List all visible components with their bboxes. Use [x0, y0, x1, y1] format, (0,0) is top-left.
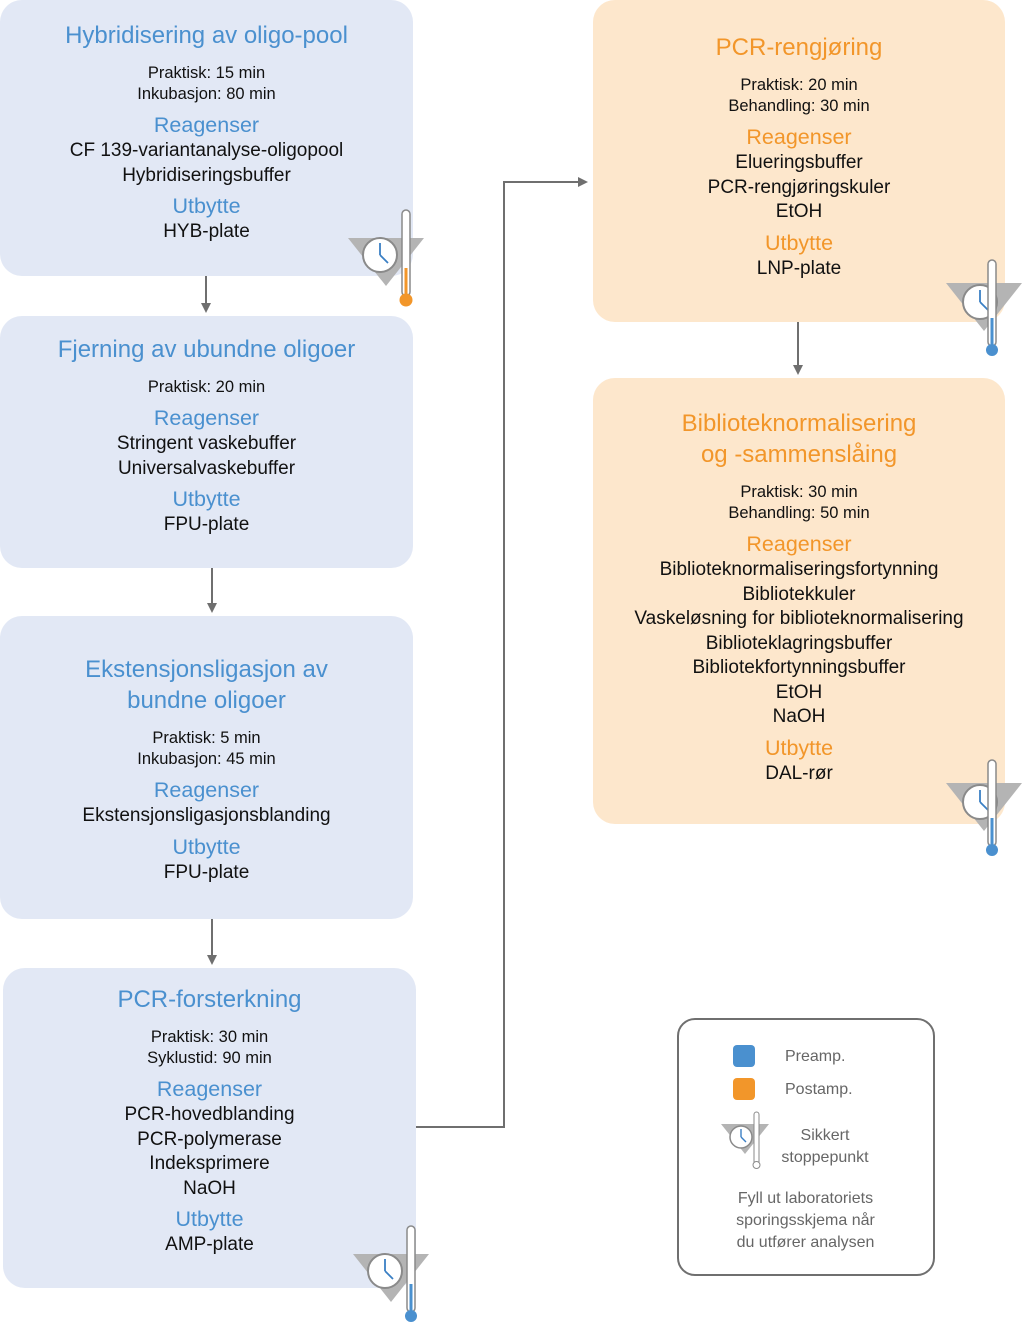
output-heading: Utbytte	[175, 1207, 244, 1231]
time-hands-on: Praktisk: 15 min	[147, 64, 266, 82]
step-remove-unbound-oligos: Fjerning av ubundne oligoer Praktisk: 20…	[0, 316, 413, 568]
step-pcr-cleanup: PCR-rengjøring Praktisk: 20 min Behandli…	[593, 0, 1005, 322]
step-title: Fjerning av ubundne oligoer	[57, 336, 356, 363]
safe-stop-icon	[348, 209, 424, 307]
reagent-item: Biblioteknormaliseringsfortynning	[659, 559, 939, 580]
step-title-line-1: Ekstensjonsligasjon av	[85, 656, 328, 683]
step-title-line-2: og -sammenslåing	[700, 441, 898, 468]
time-hands-on: Praktisk: 20 min	[147, 378, 266, 396]
time-hands-on: Praktisk: 30 min	[150, 1028, 269, 1046]
step-pcr-amplification: PCR-forsterkning Praktisk: 30 min Syklus…	[3, 968, 416, 1288]
output-heading: Utbytte	[172, 194, 241, 218]
reagent-item: PCR-hovedblanding	[124, 1104, 295, 1125]
time-hands-on: Praktisk: 5 min	[152, 729, 261, 747]
reagent-item: Bibliotekfortynningsbuffer	[692, 657, 906, 678]
reagents-heading: Reagenser	[746, 125, 852, 149]
preamp-swatch	[733, 1045, 755, 1067]
reagent-item: NaOH	[772, 706, 826, 727]
preamp-label: Preamp.	[785, 1048, 846, 1065]
safe-stop-icon	[353, 1225, 429, 1322]
step-title: PCR-rengjøring	[715, 34, 883, 61]
reagents-heading: Reagenser	[746, 532, 852, 556]
legend: Preamp. Postamp. Sikkert stoppepunkt Fyl…	[677, 1018, 935, 1276]
step-title-line-2: bundne oligoer	[127, 687, 286, 714]
time-processing: Behandling: 50 min	[728, 504, 870, 522]
time-hands-on: Praktisk: 20 min	[740, 76, 858, 94]
step-hybridization: Hybridisering av oligo-pool Praktisk: 15…	[0, 0, 413, 276]
reagent-item: Stringent vaskebuffer	[116, 433, 297, 454]
output-heading: Utbytte	[764, 735, 834, 760]
reagents-heading: Reagenser	[153, 113, 260, 137]
output-heading: Utbytte	[172, 487, 241, 511]
time-incubation: Inkubasjon: 80 min	[137, 85, 276, 103]
step-title: PCR-forsterkning	[117, 986, 302, 1013]
reagent-item: Indeksprimere	[149, 1153, 270, 1174]
reagent-item: Elueringsbuffer	[735, 152, 863, 173]
reagents-heading: Reagenser	[156, 1077, 263, 1101]
step-library-normalization-pooling: Biblioteknormalisering og -sammenslåing …	[593, 378, 1005, 824]
arrow-step4-to-step5	[416, 177, 588, 1128]
step-title-line-1: Biblioteknormalisering	[681, 410, 917, 437]
output-item: FPU-plate	[163, 514, 250, 535]
safe-stop-icon	[946, 259, 1022, 356]
reagent-item: PCR-polymerase	[137, 1128, 282, 1150]
reagent-item: Biblioteklagringsbuffer	[705, 632, 893, 654]
tracking-note-line-1: Fyll ut laboratoriets	[737, 1190, 874, 1207]
time-cycling: Syklustid: 90 min	[147, 1049, 272, 1067]
tracking-note-line-2: sporingsskjema når	[736, 1212, 875, 1229]
output-heading: Utbytte	[172, 834, 241, 859]
postamp-label: Postamp.	[785, 1081, 853, 1098]
output-heading: Utbytte	[764, 230, 834, 255]
step-extension-ligation: Ekstensjonsligasjon av bundne oligoer Pr…	[0, 616, 413, 919]
reagent-item: Hybridiseringsbuffer	[122, 164, 291, 186]
postamp-swatch	[733, 1078, 755, 1100]
safe-stop-label-line-1: Sikkert	[800, 1127, 850, 1144]
time-processing: Behandling: 30 min	[728, 97, 870, 115]
output-item: LNP-plate	[756, 257, 842, 279]
safe-stop-label-line-2: stoppepunkt	[781, 1149, 869, 1166]
safe-stop-icon	[946, 759, 1022, 856]
reagent-item: Bibliotekkuler	[742, 583, 856, 605]
tracking-note: Fyll ut laboratoriets sporingsskjema når…	[679, 1188, 932, 1254]
reagent-item: EtOH	[775, 201, 823, 222]
output-item: DAL-rør	[765, 762, 833, 784]
reagent-item: CF 139-variantanalyse-oligopool	[69, 140, 344, 161]
tracking-note-line-3: du utfører analysen	[736, 1234, 875, 1251]
reagent-item: Vaskeløsning for biblioteknormalisering	[634, 608, 964, 629]
reagent-item: Ekstensjonsligasjonsblanding	[82, 805, 331, 826]
reagent-item: NaOH	[183, 1177, 236, 1199]
time-incubation: Inkubasjon: 45 min	[137, 750, 276, 768]
reagent-item: Universalvaskebuffer	[117, 457, 296, 479]
output-item: AMP-plate	[165, 1234, 254, 1255]
reagents-heading: Reagenser	[153, 778, 260, 802]
reagent-item: EtOH	[775, 681, 823, 703]
step-title: Hybridisering av oligo-pool	[65, 22, 348, 49]
output-item: FPU-plate	[163, 861, 250, 883]
safe-stop-legend-icon	[721, 1111, 769, 1169]
reagent-item: PCR-rengjøringskuler	[707, 176, 891, 198]
reagents-heading: Reagenser	[153, 406, 260, 430]
time-hands-on: Praktisk: 30 min	[740, 483, 858, 501]
output-item: HYB-plate	[163, 221, 250, 242]
